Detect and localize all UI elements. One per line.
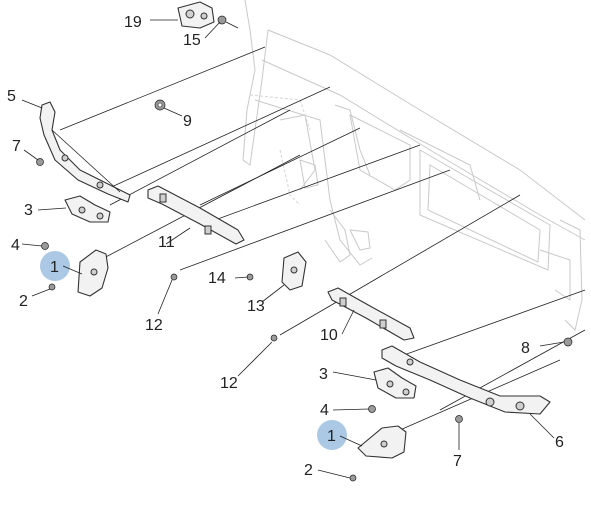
part-13-bracket[interactable] [281,251,307,291]
part-6-bracket[interactable] [381,345,551,415]
callout-labels: 19 15 5 7 9 3 4 1 2 11 12 14 13 12 10 8 … [7,14,564,479]
callout-1-right[interactable]: 1 [327,428,336,445]
part-3-bracket-left[interactable] [64,195,111,223]
part-12-bolt-lower[interactable] [270,334,278,342]
callout-leaders [21,19,565,479]
callout-9[interactable]: 9 [183,113,192,130]
callout-4-right[interactable]: 4 [320,402,329,419]
callout-1-left[interactable]: 1 [50,259,59,276]
callout-19[interactable]: 19 [124,14,142,31]
callout-4-left[interactable]: 4 [11,237,20,254]
callout-2-left[interactable]: 2 [19,293,28,310]
part-7-bolt-upper[interactable] [36,158,44,166]
part-15-bolt[interactable] [217,15,239,29]
callout-3-left[interactable]: 3 [24,202,33,219]
part-2-bolt-left[interactable] [48,283,56,291]
part-8-nut[interactable] [563,337,573,347]
part-10-bracket[interactable] [327,287,415,341]
part-3-bracket-right[interactable] [373,367,417,399]
callout-10[interactable]: 10 [320,327,338,344]
part-11-bracket[interactable] [147,185,245,245]
highlight-callout-1-left [40,251,70,281]
callout-11[interactable]: 11 [158,234,175,251]
callout-2-right[interactable]: 2 [304,462,313,479]
callout-7-lower[interactable]: 7 [453,453,462,470]
part-7-bolt-lower[interactable] [455,415,463,423]
callout-7-upper[interactable]: 7 [12,138,21,155]
callout-12-lower[interactable]: 12 [220,375,238,392]
vehicle-frame-outline [242,0,586,331]
part-9-nut[interactable] [154,99,166,111]
callout-6[interactable]: 6 [555,434,564,451]
part-12-bolt-upper[interactable] [170,273,178,281]
part-2-bolt-right[interactable] [349,474,357,482]
callout-14[interactable]: 14 [208,270,226,287]
callout-13[interactable]: 13 [247,298,265,315]
callout-15[interactable]: 15 [183,32,201,49]
part-4-bolt-left[interactable] [41,242,49,250]
part-19-bracket[interactable] [177,1,215,29]
callout-3-right[interactable]: 3 [319,366,328,383]
callout-12-upper[interactable]: 12 [145,317,163,334]
part-5-bracket[interactable] [39,101,131,203]
callout-5[interactable]: 5 [7,88,16,105]
callout-8[interactable]: 8 [521,340,530,357]
part-1-bracket-left[interactable] [77,249,109,297]
leader-lines [59,46,586,431]
highlight-callout-1-right [317,420,347,450]
part-1-bracket-right[interactable] [357,425,407,459]
part-4-bolt-right[interactable] [368,405,376,413]
